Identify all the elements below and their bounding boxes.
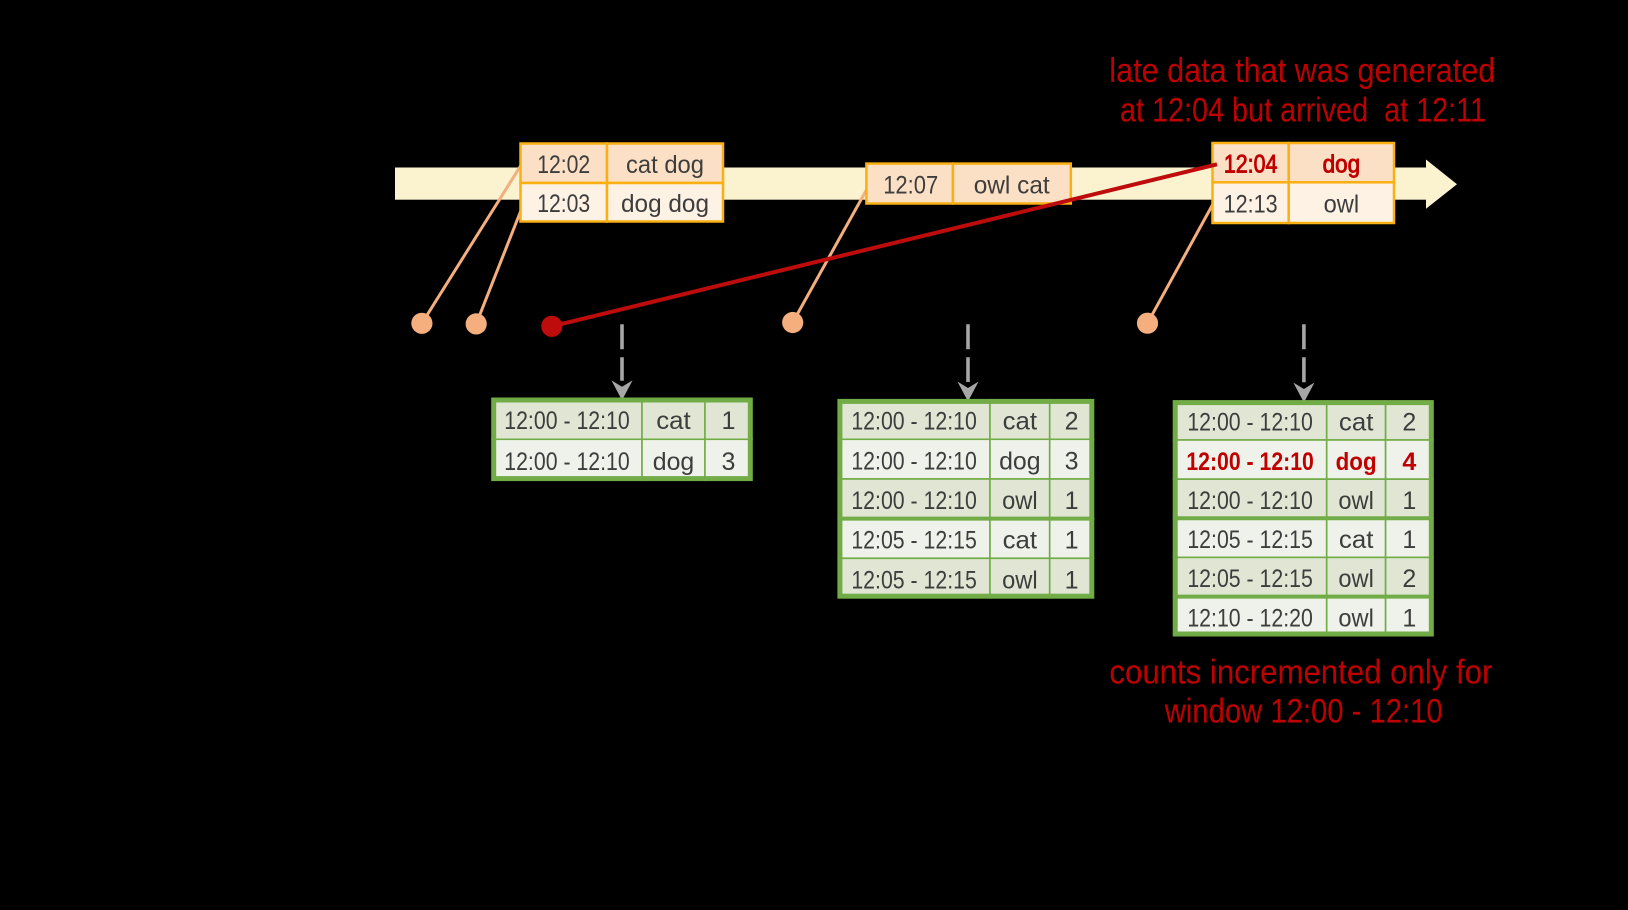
- svg-text:cat dog: cat dog: [626, 151, 704, 179]
- svg-text:1: 1: [1402, 487, 1416, 515]
- svg-text:12:00 - 12:10: 12:00 - 12:10: [851, 447, 977, 475]
- svg-text:12:02: 12:02: [537, 151, 590, 179]
- svg-text:owl: owl: [1002, 566, 1038, 594]
- svg-text:2: 2: [1402, 565, 1416, 593]
- svg-text:12:10 - 12:20: 12:10 - 12:20: [1187, 604, 1313, 632]
- svg-text:owl: owl: [1338, 487, 1374, 515]
- svg-text:12:00 - 12:10: 12:00 - 12:10: [504, 407, 630, 435]
- svg-text:12:07: 12:07: [883, 171, 938, 199]
- svg-text:12:00 - 12:10: 12:00 - 12:10: [504, 448, 630, 476]
- svg-text:cat: cat: [1339, 409, 1374, 437]
- svg-text:counts incremented only for: counts incremented only for: [1109, 653, 1492, 691]
- svg-text:12:05 - 12:15: 12:05 - 12:15: [851, 527, 977, 555]
- svg-text:12:00 - 12:10: 12:00 - 12:10: [851, 487, 977, 515]
- svg-text:3: 3: [1065, 447, 1079, 475]
- svg-text:dog: dog: [653, 448, 695, 476]
- svg-text:4: 4: [1402, 448, 1416, 476]
- svg-text:1: 1: [1065, 527, 1079, 555]
- svg-text:12:04: 12:04: [1224, 151, 1278, 179]
- svg-text:cat: cat: [656, 407, 691, 435]
- svg-text:late data that was generated: late data that was generated: [1109, 52, 1495, 90]
- svg-text:2: 2: [1065, 408, 1079, 436]
- svg-text:12:00 - 12:10: 12:00 - 12:10: [1186, 448, 1314, 476]
- svg-text:cat: cat: [1339, 526, 1374, 554]
- svg-text:dog: dog: [999, 447, 1041, 475]
- svg-text:12:00 - 12:10: 12:00 - 12:10: [1187, 487, 1313, 515]
- svg-text:1: 1: [1065, 487, 1079, 515]
- svg-text:owl: owl: [1338, 604, 1374, 632]
- svg-text:1: 1: [722, 407, 736, 435]
- svg-text:dog: dog: [1336, 448, 1377, 476]
- svg-text:window 12:00 - 12:10: window 12:00 - 12:10: [1164, 693, 1443, 731]
- svg-text:12:03: 12:03: [537, 190, 590, 218]
- svg-text:3: 3: [722, 448, 736, 476]
- svg-text:12:05 - 12:15: 12:05 - 12:15: [1187, 565, 1313, 593]
- svg-text:cat: cat: [1003, 527, 1038, 555]
- svg-text:dog: dog: [1323, 151, 1361, 179]
- svg-text:owl: owl: [1324, 191, 1360, 219]
- svg-text:owl cat: owl cat: [974, 171, 1050, 199]
- svg-text:1: 1: [1402, 526, 1416, 554]
- svg-text:cat: cat: [1003, 408, 1038, 436]
- svg-text:at 12:04 but arrived at 12:11: at 12:04 but arrived at 12:11: [1120, 91, 1486, 129]
- svg-text:owl: owl: [1002, 487, 1038, 515]
- svg-text:dog dog: dog dog: [621, 190, 709, 218]
- svg-text:12:05 - 12:15: 12:05 - 12:15: [1187, 526, 1313, 554]
- svg-text:12:00 - 12:10: 12:00 - 12:10: [1187, 409, 1313, 437]
- svg-text:1: 1: [1402, 604, 1416, 632]
- svg-text:12:05 - 12:15: 12:05 - 12:15: [851, 566, 977, 594]
- svg-text:12:00 - 12:10: 12:00 - 12:10: [851, 408, 977, 436]
- svg-text:2: 2: [1402, 409, 1416, 437]
- svg-text:1: 1: [1065, 566, 1079, 594]
- svg-text:12:13: 12:13: [1224, 191, 1278, 219]
- svg-text:owl: owl: [1338, 565, 1374, 593]
